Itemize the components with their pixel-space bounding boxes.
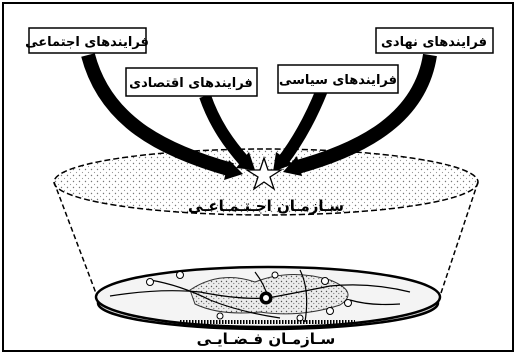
- process-label-economic: فرایندهای اقتصادی: [129, 76, 253, 91]
- process-box-economic: فرایندهای اقتصادی: [126, 68, 257, 96]
- process-box-institutional: فرایندهای نهادی: [376, 28, 493, 53]
- process-label-institutional: فرایندهای نهادی: [381, 35, 487, 50]
- process-label-political: فرایندهای سیاسی: [279, 73, 397, 88]
- spatial-organization-label: سـازمـان فـضـایـی: [197, 330, 336, 348]
- process-box-social: فرایندهای اجتماعی: [25, 28, 149, 53]
- social-organization-label: سـازمـان اجـتـمـاعـی: [188, 197, 344, 215]
- process-label-social: فرایندهای اجتماعی: [25, 35, 149, 50]
- spatial-disk: [96, 267, 440, 329]
- process-box-political: فرایندهای سیاسی: [278, 65, 398, 93]
